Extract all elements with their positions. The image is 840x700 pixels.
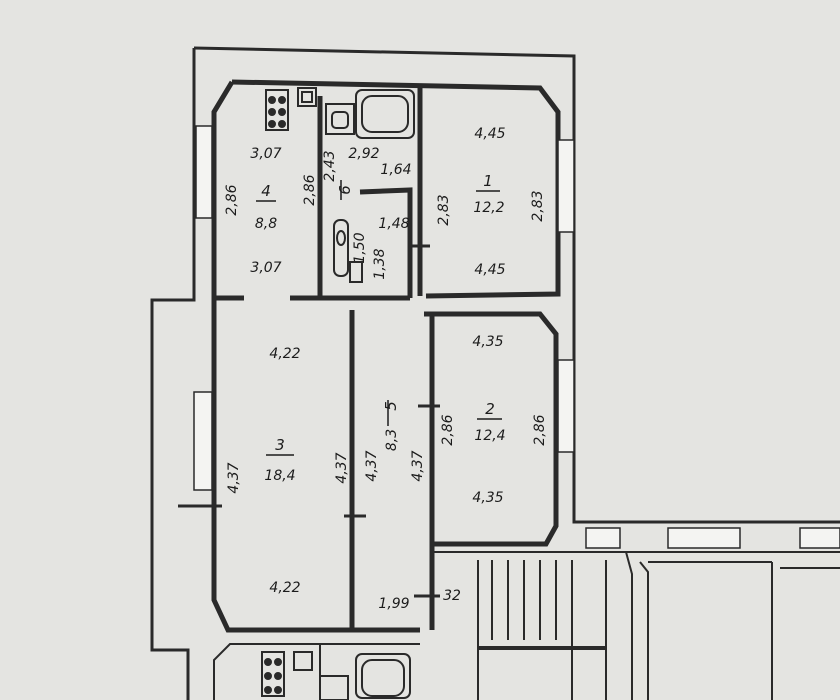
toilet-icon [333, 219, 363, 283]
kitchen-stove-icon [265, 89, 289, 131]
room-5-dim-right: 4,37 [410, 450, 426, 481]
room-2-dim-top: 4,35 [472, 334, 503, 350]
washbasin-icon [325, 103, 355, 135]
window-room-1 [557, 139, 575, 233]
lower-apartment-fixtures [213, 643, 420, 700]
room-3-number: 3 [275, 436, 285, 454]
room-2-dim-left: 2,86 [440, 414, 456, 445]
room-6: 2,92 2,43 6 1,50 [322, 146, 380, 264]
room-1: 4,45 1 12,2 4,45 2,83 2,83 [436, 126, 546, 278]
room-4-area: 8,8 [255, 216, 277, 232]
apartment-walls [211, 79, 561, 633]
room-3: 4,22 3 18,4 4,22 4,37 4,37 [226, 346, 350, 596]
room-4-dim-bottom: 3,07 [250, 260, 281, 276]
room-5-number: 5 [382, 401, 400, 411]
room-6-number: 6 [336, 185, 354, 195]
room-5: 5 8,3 4,37 4,37 1,99 [364, 400, 426, 612]
room-2-dim-right: 2,86 [532, 414, 548, 445]
corridor: 1,64 1,48 1,38 [372, 162, 412, 280]
room-4: 3,07 4 8,8 3,07 2,86 2,86 [224, 146, 318, 276]
room-6-dim-left: 2,43 [322, 150, 338, 181]
corridor-dim-top: 1,64 [380, 162, 411, 178]
window-room-2 [557, 359, 575, 453]
window-room-4 [195, 125, 213, 219]
room-5-area: 8,3 [384, 429, 400, 451]
window-stair-1 [585, 527, 621, 549]
room-1-dim-bottom: 4,45 [474, 262, 505, 278]
room-5-dim-left: 4,37 [364, 450, 380, 481]
room-4-dim-right: 2,86 [302, 174, 318, 205]
windows [193, 125, 840, 549]
room-1-dim-top: 4,45 [474, 126, 505, 142]
kitchen-sink-icon [297, 87, 317, 107]
window-stair-3 [799, 527, 840, 549]
corridor-dim-middle: 1,48 [378, 216, 409, 232]
room-1-dim-left: 2,83 [436, 194, 452, 225]
room-2: 4,35 2 12,4 4,35 2,86 2,86 [440, 334, 548, 506]
room-3-dim-bottom: 4,22 [269, 580, 300, 596]
room-5-dim-bottom: 1,99 [378, 596, 409, 612]
door-marks [178, 244, 440, 598]
window-stair-2 [667, 527, 741, 549]
room-6-dim-right: 1,50 [352, 232, 368, 263]
corridor-dim-left: 1,38 [372, 248, 388, 279]
room-4-number: 4 [261, 182, 271, 200]
room-2-dim-bottom: 4,35 [472, 490, 503, 506]
room-6-dim-top: 2,92 [348, 146, 379, 162]
room-2-number: 2 [485, 400, 495, 418]
window-room-3 [193, 391, 213, 491]
stair-label-32: 32 [443, 588, 461, 604]
room-3-dim-right: 4,37 [334, 452, 350, 483]
room-3-dim-top: 4,22 [269, 346, 300, 362]
room-3-area: 18,4 [264, 468, 295, 484]
room-4-dim-top: 3,07 [250, 146, 281, 162]
room-1-dim-right: 2,83 [530, 190, 546, 221]
room-3-dim-left: 4,37 [226, 462, 242, 493]
room-1-area: 12,2 [473, 200, 504, 216]
bathtub-icon [355, 89, 415, 139]
room-2-area: 12,4 [474, 428, 505, 444]
room-4-dim-left: 2,86 [224, 184, 240, 215]
staircase [430, 551, 840, 700]
room-1-number: 1 [483, 172, 493, 190]
